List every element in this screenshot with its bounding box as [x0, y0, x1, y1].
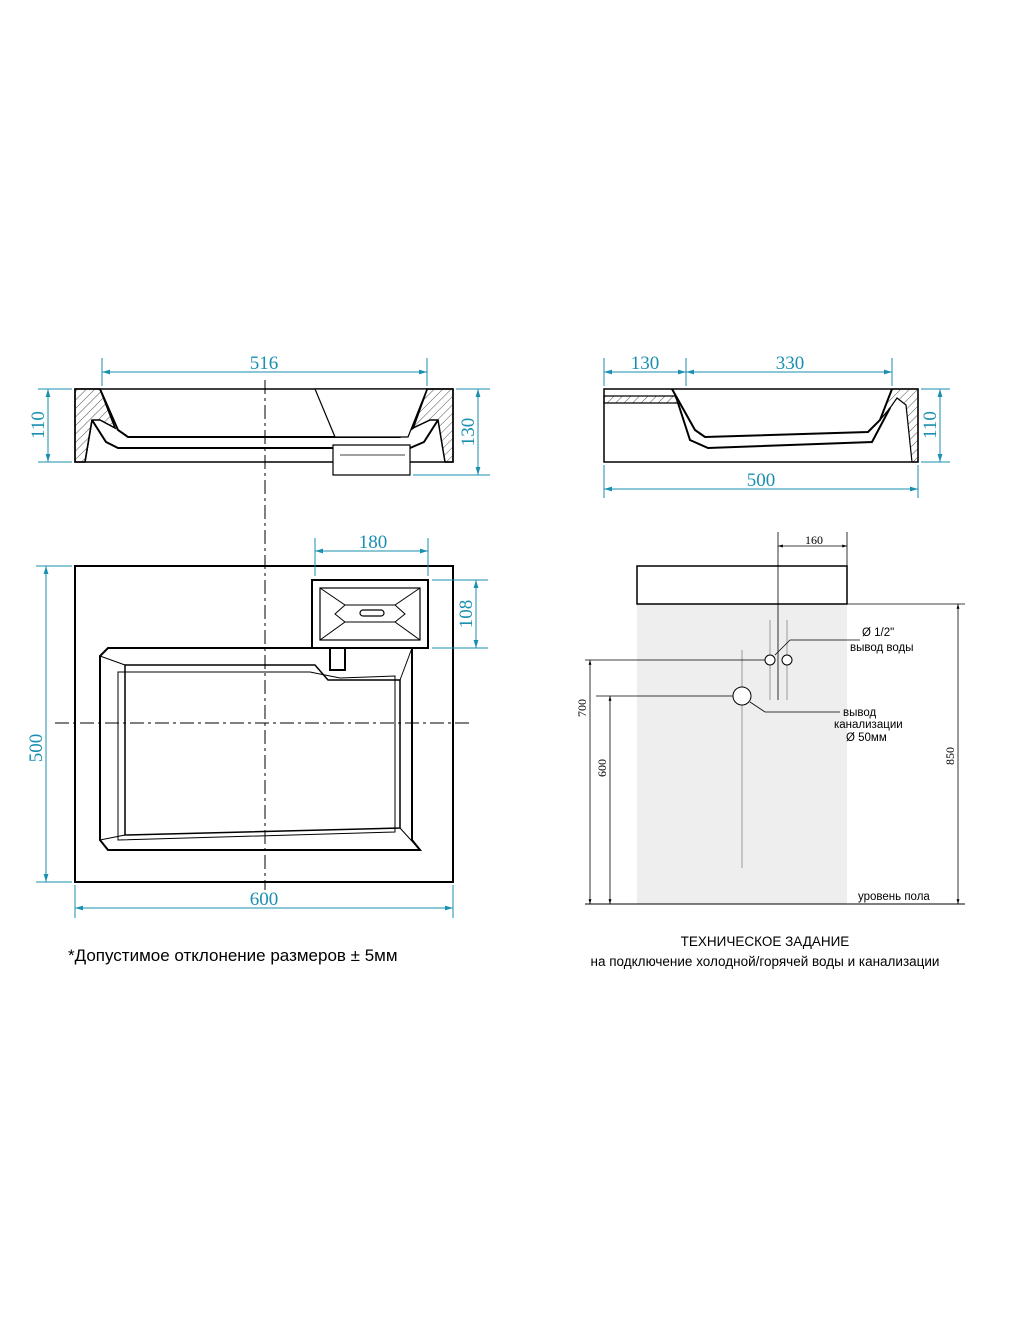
side-dim-bowl: 330: [776, 353, 805, 374]
connection-basin: [636, 565, 848, 605]
side-dim-shelf: 130: [631, 353, 660, 374]
side-section-view: 130 330 110 500: [603, 353, 950, 498]
front-dim-height-right: 130: [458, 418, 479, 447]
drain-label-2: канализации: [834, 719, 903, 731]
spec-title: ТЕХНИЧЕСКОЕ ЗАДАНИЕ: [680, 934, 850, 949]
plan-bowl-outer: [99, 647, 423, 851]
front-bowl-profile: [99, 388, 428, 438]
front-dim-width: 516: [250, 353, 279, 374]
drain-label-1: вывод: [843, 707, 876, 719]
plan-drain-slot: [359, 609, 385, 617]
plan-dim-drain-depth: 108: [456, 600, 477, 629]
connection-dim-water-height: 700: [575, 699, 589, 717]
plan-dim-width: 600: [250, 889, 279, 910]
plan-dim-drain-width: 180: [359, 532, 388, 553]
tolerance-note: *Допустимое отклонение размеров ± 5мм: [68, 946, 398, 965]
front-right-wall: [411, 388, 454, 463]
plan-view: 180 108 500 600: [26, 532, 488, 918]
side-bowl-profile: [671, 388, 893, 439]
side-right-wall: [879, 388, 919, 463]
front-drain-insert: [314, 388, 428, 438]
drain-size-label: Ø 50мм: [846, 732, 887, 744]
connection-dim-drain-height: 600: [595, 759, 609, 777]
water-label: вывод воды: [850, 642, 914, 654]
plan-dim-depth: 500: [26, 734, 47, 763]
front-section-view: 516 110 130: [28, 353, 490, 890]
side-shelf: [603, 395, 679, 404]
floor-label: уровень пола: [858, 891, 930, 903]
front-dim-height-left: 110: [28, 411, 49, 439]
cold-water-outlet: [764, 654, 776, 666]
connection-dim-total-height: 850: [943, 747, 957, 765]
connection-dim-offset: 160: [805, 533, 823, 547]
hot-water-outlet: [781, 654, 793, 666]
spec-subtitle: на подключение холодной/горячей воды и к…: [590, 954, 940, 969]
drain-outlet: [732, 686, 752, 706]
connection-scheme: 160 700 600 850 Ø 1/2" вывод воды вывод …: [575, 532, 965, 905]
side-dim-height: 110: [920, 411, 941, 439]
water-size-label: Ø 1/2": [862, 627, 894, 639]
side-dim-depth: 500: [747, 470, 776, 491]
